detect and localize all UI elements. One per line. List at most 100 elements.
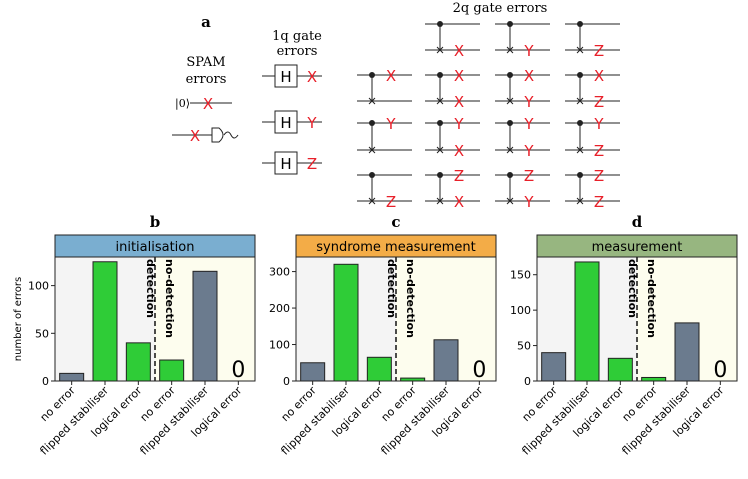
- control-dot: [507, 21, 513, 27]
- pauli-error-label: Z: [524, 167, 534, 185]
- pauli-error-label: Z: [594, 142, 604, 160]
- pauli-error-label: Y: [453, 115, 464, 133]
- pauli-error-label: Y: [523, 42, 534, 60]
- target-cross-icon: [368, 97, 376, 105]
- cnot-gate-pair: ZX: [425, 167, 480, 211]
- zero-value-label: 0: [231, 358, 245, 383]
- cnot-gate-pair: Y: [495, 21, 550, 60]
- control-dot: [437, 120, 443, 126]
- control-dot: [369, 120, 375, 126]
- spam-meas-row: X: [172, 127, 239, 145]
- target-cross-icon: [506, 46, 514, 54]
- control-dot: [507, 72, 513, 78]
- bar: [92, 261, 118, 382]
- y-tick-label: 150: [510, 269, 531, 282]
- pauli-error-label: X: [454, 42, 464, 60]
- target-cross-icon: [436, 97, 444, 105]
- target-cross-icon: [368, 197, 376, 205]
- bar: [607, 357, 633, 382]
- control-dot: [437, 172, 443, 178]
- twoq-label: 2q gate errors: [453, 1, 548, 16]
- control-dot: [577, 120, 583, 126]
- bar: [674, 322, 700, 382]
- no-detection-label: no-detection: [404, 259, 417, 338]
- hadamard-gate: [274, 110, 298, 134]
- cnot-gate-pair: XX: [425, 67, 480, 111]
- pauli-error-label: Y: [523, 115, 534, 133]
- pauli-error-label: X: [524, 67, 534, 85]
- pauli-error-label: Y: [523, 142, 534, 160]
- cnot-gate-pair: XY: [495, 67, 550, 111]
- y-tick-label: 100: [28, 280, 49, 293]
- cnot-gate-pair: Y: [357, 115, 412, 154]
- spam-label-line2: errors: [186, 72, 227, 87]
- pauli-error-label: Y: [523, 93, 534, 111]
- control-dot: [577, 21, 583, 27]
- oneq-row-z: H Z: [262, 151, 322, 175]
- pauli-error-label: X: [454, 142, 464, 160]
- no-detection-label: no-detection: [163, 259, 176, 338]
- panel-a-label: a: [201, 13, 211, 31]
- control-dot: [507, 120, 513, 126]
- spam-prep-x-error: X: [203, 95, 213, 113]
- pauli-error-label: Z: [594, 167, 604, 185]
- target-cross-icon: [576, 197, 584, 205]
- y-tick-label: 0: [524, 375, 531, 388]
- cnot-gate-pair: YZ: [565, 115, 620, 160]
- plot-frame: [536, 256, 738, 382]
- bar: [300, 362, 326, 382]
- oneq-z-error: Z: [307, 155, 317, 173]
- detection-label: detection: [385, 259, 398, 318]
- cnot-gate-pair: ZZ: [565, 167, 620, 211]
- oneq-row-x: H X: [262, 64, 322, 88]
- target-cross-icon: [368, 146, 376, 154]
- y-tick-label: 50: [517, 340, 531, 353]
- cnot-gate-pair: X: [425, 21, 480, 60]
- target-cross-icon: [436, 46, 444, 54]
- target-cross-icon: [576, 97, 584, 105]
- bar: [541, 352, 567, 382]
- chart-title: initialisation: [115, 240, 194, 255]
- spam-label-line1: SPAM: [186, 55, 225, 70]
- oneq-y-error: Y: [306, 114, 317, 132]
- spam-prep-row: |0⟩ X: [175, 95, 232, 113]
- target-cross-icon: [506, 197, 514, 205]
- y-tick-label: 0: [42, 375, 49, 388]
- bar: [125, 342, 151, 382]
- cnot-gate-pair: YY: [495, 115, 550, 160]
- oneq-label-line2: errors: [277, 44, 318, 59]
- bar: [333, 263, 359, 382]
- pauli-error-label: Y: [593, 115, 604, 133]
- oneq-row-y: H Y: [262, 110, 322, 134]
- target-cross-icon: [506, 97, 514, 105]
- pauli-error-label: X: [454, 67, 464, 85]
- pauli-error-label: Z: [594, 193, 604, 211]
- bar: [433, 339, 459, 382]
- spam-meas-x-error: X: [190, 127, 200, 145]
- y-tick-label: 100: [510, 304, 531, 317]
- plot-frame: [295, 256, 497, 382]
- panel-a: a SPAM errors |0⟩ X X 1q gate errors H X…: [172, 1, 620, 211]
- bar: [192, 270, 218, 382]
- detector-wave-icon: [223, 131, 239, 139]
- zero-value-label: 0: [472, 358, 486, 383]
- bar: [366, 356, 392, 382]
- pauli-error-label: Y: [385, 115, 396, 133]
- pauli-error-label: Z: [594, 93, 604, 111]
- hadamard-label: H: [280, 68, 291, 86]
- cnot-gate-pair: X: [357, 67, 412, 105]
- bar: [641, 376, 667, 382]
- pauli-error-label: Y: [523, 193, 534, 211]
- pauli-error-label: X: [594, 67, 604, 85]
- pauli-error-label: X: [454, 93, 464, 111]
- control-dot: [437, 72, 443, 78]
- target-cross-icon: [436, 197, 444, 205]
- y-tick-label: 200: [269, 302, 290, 315]
- bar: [59, 372, 85, 382]
- y-tick-label: 300: [269, 266, 290, 279]
- y-axis-label: number of errors: [13, 277, 24, 361]
